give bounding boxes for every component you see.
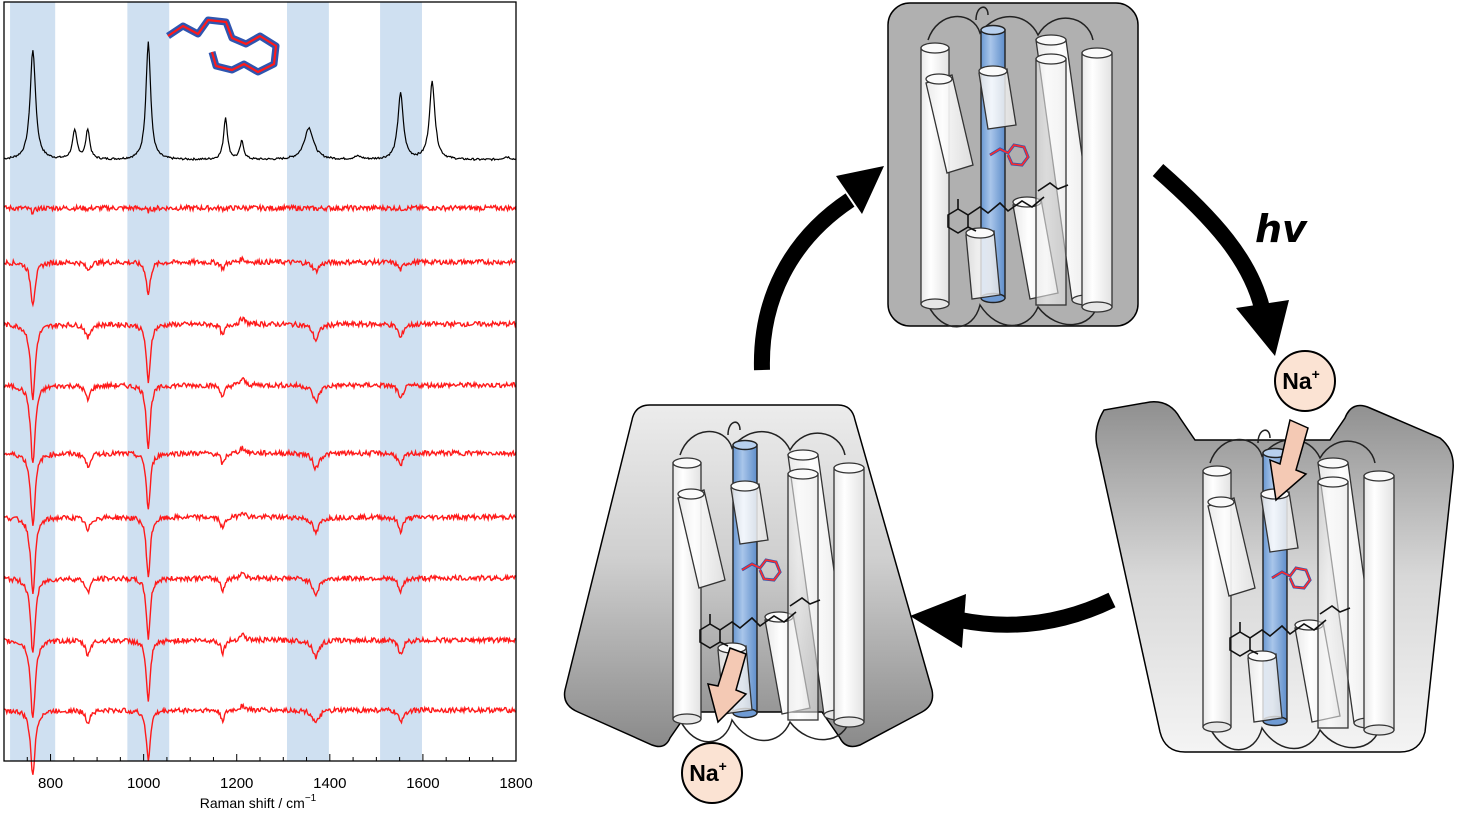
- cycle-arrow-light: [1152, 163, 1289, 356]
- difference-spectrum-3: [3, 316, 517, 401]
- highlight-band: [380, 2, 422, 761]
- spectral-traces: [3, 41, 517, 775]
- x-axis-ticks: 800 1000 1200 1400 1600 1800: [26, 754, 533, 792]
- x-tick-label: 1800: [499, 775, 532, 792]
- svg-text:Na+: Na+: [1282, 366, 1320, 394]
- na-ion-release: Na+: [681, 742, 743, 804]
- photocycle-diagram: hv Na+ Na+: [563, 2, 1454, 804]
- difference-spectrum-6: [3, 511, 517, 594]
- chromophore-icon: [166, 16, 280, 76]
- x-axis-label: Raman shift / cm−1: [200, 793, 317, 811]
- release-arrow: [706, 647, 748, 724]
- highlight-band: [10, 2, 56, 761]
- ion-uptake-state: [1095, 401, 1454, 753]
- uptake-arrow: [1269, 418, 1309, 502]
- x-tick-label: 1400: [313, 775, 346, 792]
- light-label: hv: [1255, 207, 1308, 251]
- reference-spectrum: [3, 41, 517, 162]
- difference-spectrum-7: [3, 571, 517, 653]
- resting-state: [887, 2, 1139, 329]
- highlight-band: [286, 2, 329, 761]
- cycle-arrow-bottom: [910, 592, 1116, 648]
- raman-spectrum-panel: 800 1000 1200 1400 1600 1800 Raman shift / cm…: [3, 1, 533, 811]
- difference-spectrum-1: [3, 202, 517, 215]
- ion-release-state: [563, 404, 934, 748]
- svg-text:Na+: Na+: [689, 758, 727, 786]
- plot-frame: [3, 1, 517, 762]
- difference-spectrum-9: [3, 702, 517, 775]
- x-axis-exponent: −1: [305, 793, 317, 804]
- x-tick-label: 1200: [220, 775, 253, 792]
- x-tick-label: 1000: [127, 775, 160, 792]
- difference-spectrum-4: [3, 376, 517, 463]
- difference-spectrum-5: [3, 445, 517, 526]
- na-ion-uptake: Na+: [1274, 350, 1336, 412]
- highlight-bands: [10, 2, 422, 761]
- difference-spectrum-8: [3, 632, 517, 718]
- x-tick-label: 800: [38, 775, 63, 792]
- difference-spectrum-2: [3, 255, 517, 308]
- x-tick-label: 1600: [406, 775, 439, 792]
- cycle-arrow-left: [753, 166, 884, 371]
